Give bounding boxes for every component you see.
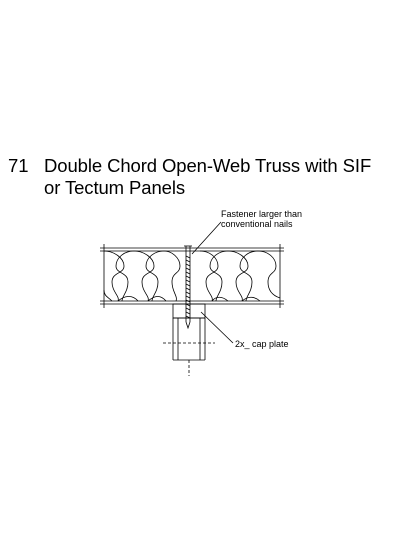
screw-tip bbox=[185, 321, 191, 330]
fastener-callout-line-2: conventional nails bbox=[221, 219, 293, 229]
truss-chord bbox=[163, 318, 215, 376]
insulation-pattern-left bbox=[103, 250, 181, 302]
fastener-callout-line-1: Fastener larger than bbox=[221, 209, 303, 219]
title-line-2: or Tectum Panels bbox=[44, 177, 185, 198]
title-text-1: Double Chord Open-Web Truss with SIF bbox=[44, 155, 372, 176]
fastener-screw bbox=[184, 245, 192, 330]
leader-lines bbox=[191, 221, 234, 344]
cap-plate-leader bbox=[200, 311, 234, 344]
title-line-1: 71 Double Chord Open-Web Truss with SIF bbox=[8, 155, 371, 177]
cap-plate-outline bbox=[172, 303, 206, 319]
sif-panel bbox=[100, 244, 284, 308]
cap-plate-callout: 2x_ cap plate bbox=[235, 339, 289, 349]
insulation-pattern-right bbox=[199, 250, 281, 302]
fastener-callout: Fastener larger than conventional nails bbox=[221, 209, 302, 229]
figure-title: 71 Double Chord Open-Web Truss with SIF o… bbox=[8, 155, 371, 199]
fastener-leader bbox=[191, 221, 222, 255]
screw-threads bbox=[185, 255, 191, 319]
figure-number: 71 bbox=[8, 155, 29, 176]
cap-plate bbox=[172, 303, 206, 319]
